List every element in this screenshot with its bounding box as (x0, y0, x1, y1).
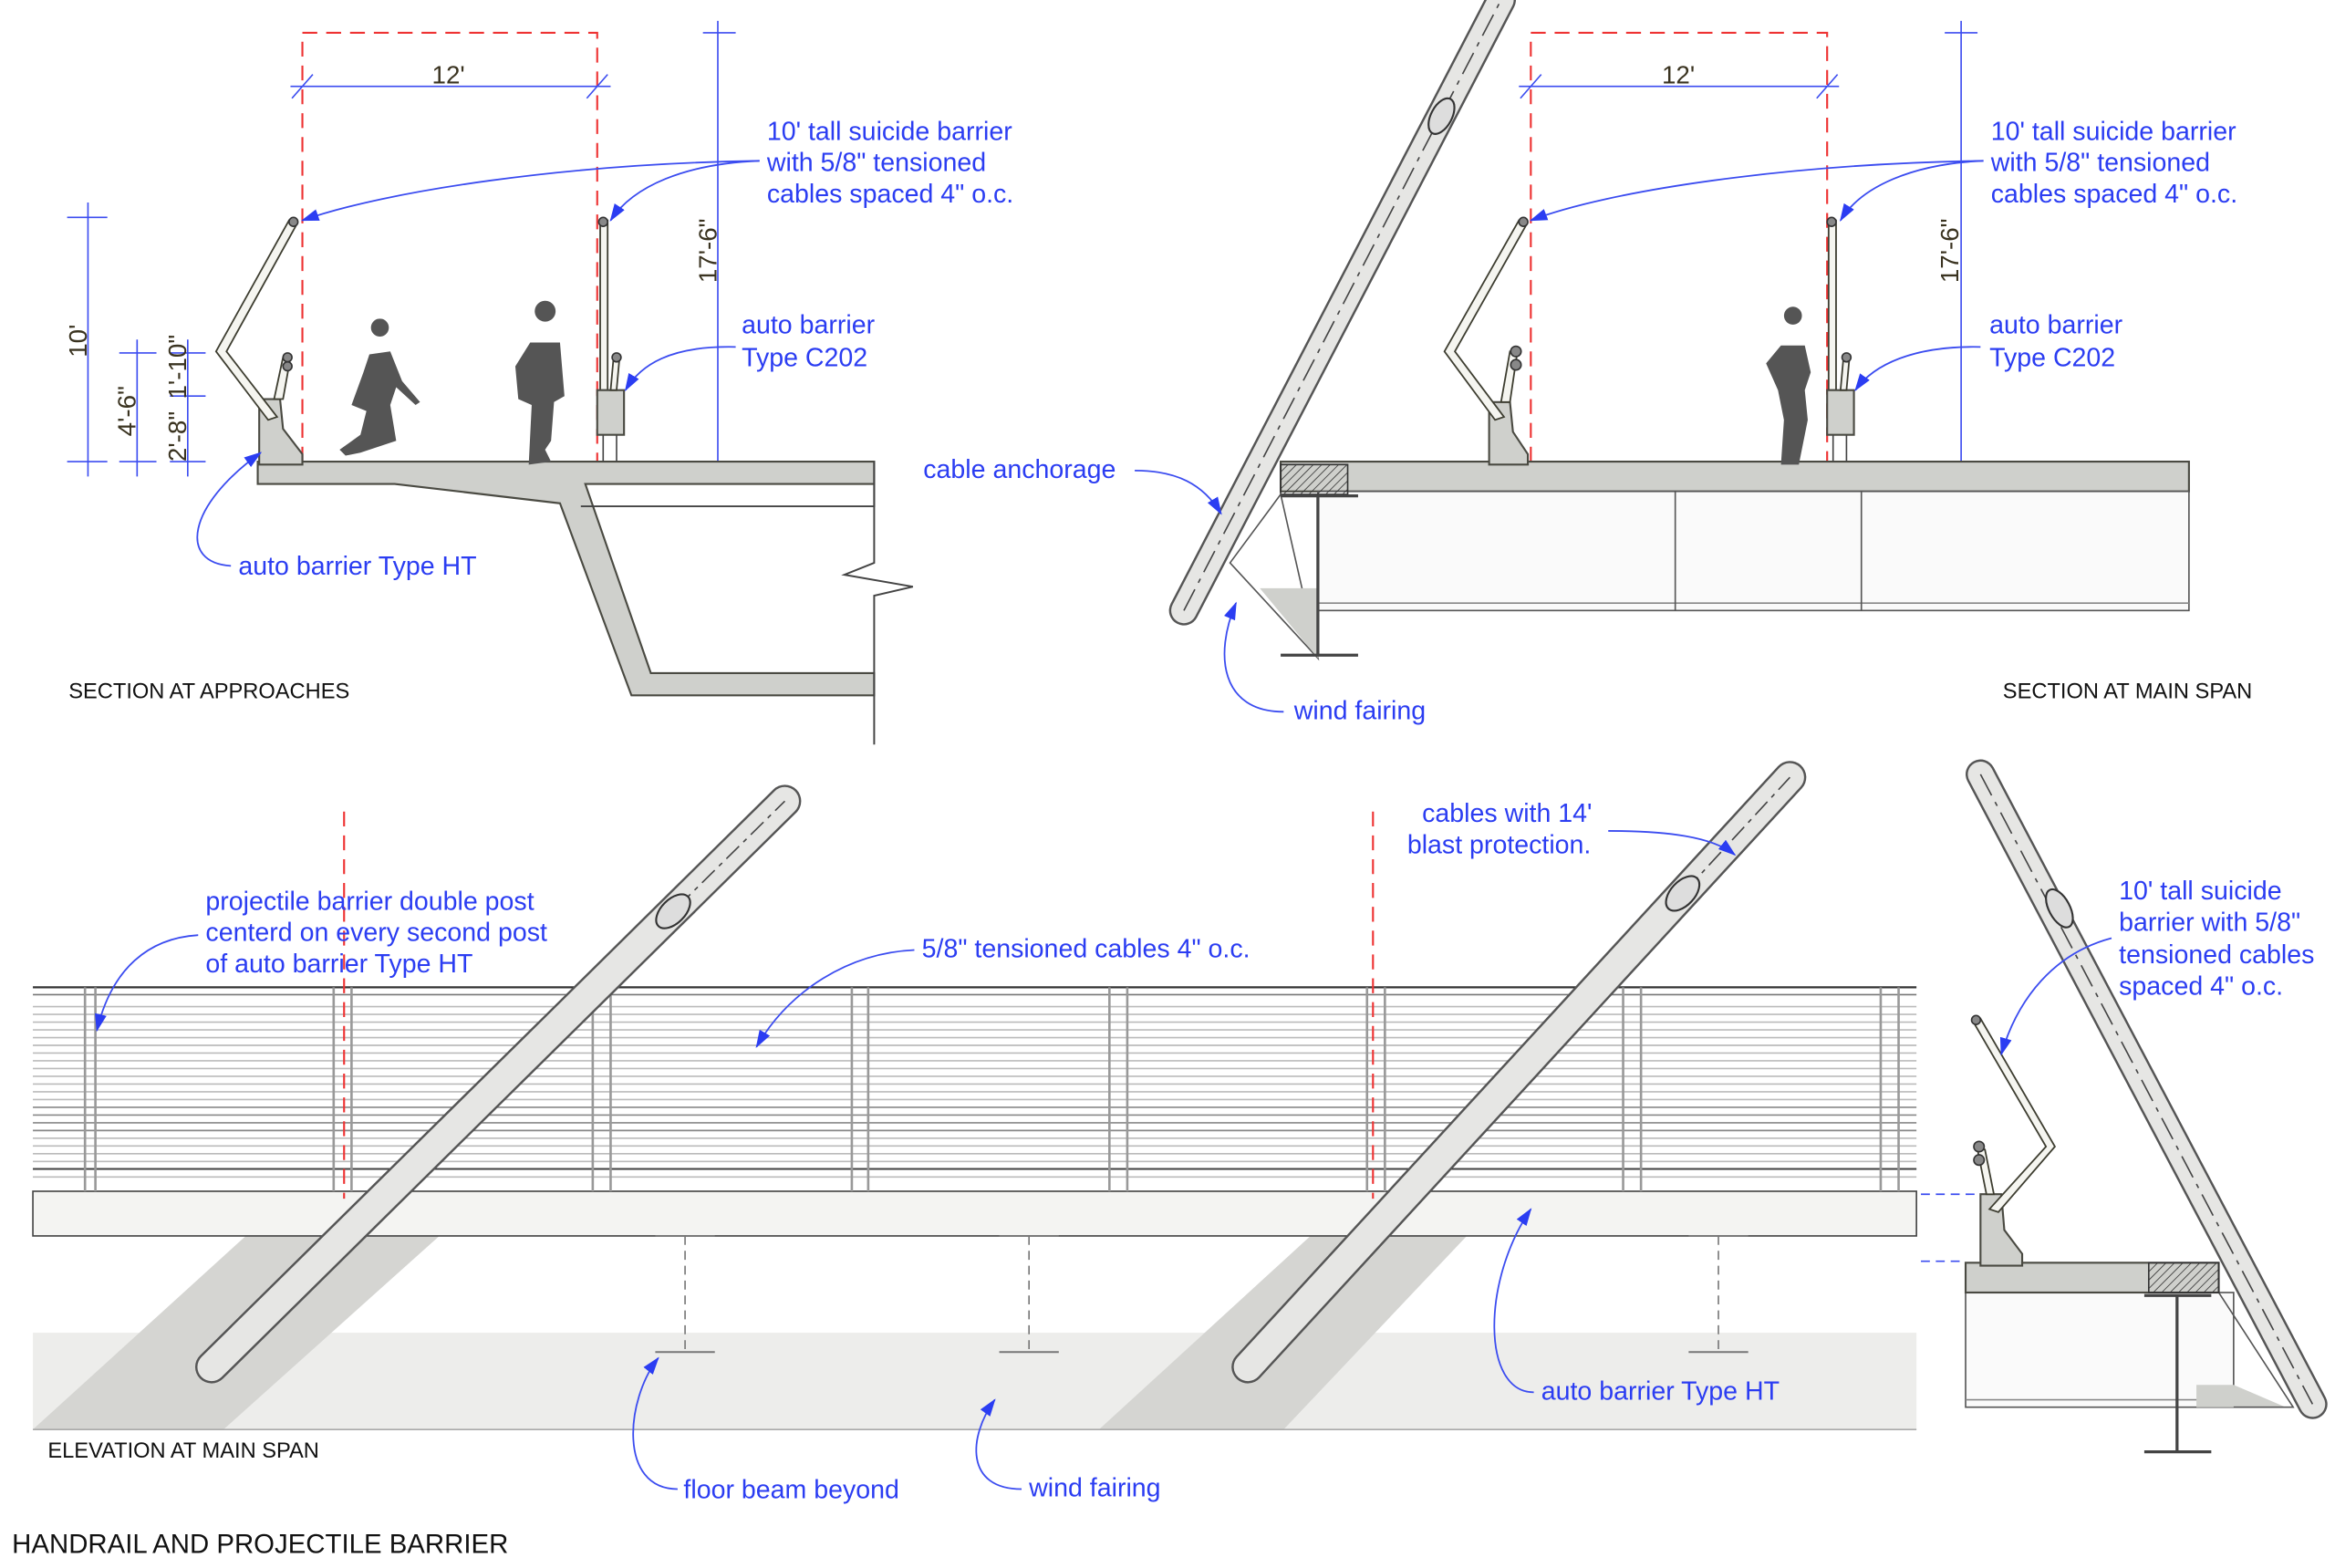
projectile-barrier-note: projectile barrier double post centerd o… (205, 887, 554, 979)
pedestrian-skater (339, 318, 420, 456)
anchorage-block (1280, 463, 1349, 495)
section-approaches-caption: SECTION AT APPROACHES (68, 680, 349, 704)
side-section: 10' tall suicide barrier with 5/8" tensi… (1921, 759, 2328, 1454)
stay-cable (1231, 761, 1807, 1384)
width-dimension: 12' (432, 60, 465, 88)
auto-barrier-ht-note: auto barrier Type HT (1541, 1377, 1780, 1407)
section-main-span: 12' 17'-6" (923, 0, 2252, 725)
auto-barrier-c202 (596, 389, 626, 436)
suicide-barrier-note: 10' tall suicide barrier with 5/8" tensi… (2119, 877, 2321, 1001)
auto-barrier-ht-note: auto barrier Type HT (238, 552, 476, 581)
box-girder (1317, 490, 2190, 612)
width-dimension: 12' (1662, 60, 1695, 88)
height-dimension: 17'-6" (1935, 218, 1964, 283)
break-line (841, 462, 914, 745)
stay-cable (1168, 0, 1516, 626)
height-dimension: 17'-6" (693, 218, 721, 283)
wind-fairing-note: wind fairing (1293, 696, 1426, 725)
suicide-barrier-right (1827, 219, 1837, 391)
stay-cable (1966, 759, 2328, 1419)
suicide-barrier-note: 10' tall suicide barrier with 5/8" tensi… (766, 117, 1020, 209)
i-beam (2143, 1293, 2212, 1454)
wind-fairing-note: wind fairing (1028, 1474, 1160, 1503)
auto-barrier-c202-note: auto barrier Type C202 (742, 311, 882, 373)
pedestrian-standing (1766, 306, 1811, 465)
suicide-barrier-note: 10' tall suicide barrier with 5/8" tensi… (1990, 117, 2244, 209)
sheet-title: HANDRAIL AND PROJECTILE BARRIER (12, 1530, 508, 1560)
girder-elevation (33, 1333, 1917, 1430)
blast-protection-note: cables with 14' blast protection. (1407, 799, 1600, 859)
section-main-span-caption: SECTION AT MAIN SPAN (2003, 680, 2252, 704)
tensioned-cables (33, 986, 1917, 1179)
deck-slab (1280, 461, 2190, 493)
auto-barrier-c202-note: auto barrier Type C202 (1989, 311, 2130, 373)
clear-zone-centerlines (301, 31, 598, 462)
section-approaches: 12' 17'-6" 10' 4'-6" 1'-10" 2'-8" (64, 20, 1020, 745)
tensioned-cables-note: 5/8" tensioned cables 4" o.c. (922, 935, 1251, 964)
rail-height-dimension: 4'-6" (113, 386, 141, 436)
box-girder (1965, 1292, 2235, 1408)
pedestrian-walker (514, 300, 565, 465)
floor-beam-note: floor beam beyond (683, 1475, 898, 1504)
lower-dimension: 2'-8" (163, 411, 192, 462)
curb (1979, 1193, 2024, 1267)
floor-beams (655, 1234, 1749, 1354)
upper-dimension: 1'-10" (163, 335, 192, 400)
suicide-barrier-right (599, 219, 609, 391)
barrier-height-dimension: 10' (64, 325, 92, 358)
box-girder-inner (580, 483, 876, 508)
elevation-caption: ELEVATION AT MAIN SPAN (47, 1439, 319, 1463)
deck-edge (32, 1190, 1917, 1237)
suicide-barrier-left (1443, 219, 1528, 421)
i-beam (1281, 493, 1358, 657)
elevation-main-span: projectile barrier double post centerd o… (32, 761, 1917, 1504)
cable-anchorage-note: cable anchorage (923, 455, 1116, 484)
barrier-posts (83, 987, 1900, 1191)
stay-cable (194, 784, 802, 1384)
